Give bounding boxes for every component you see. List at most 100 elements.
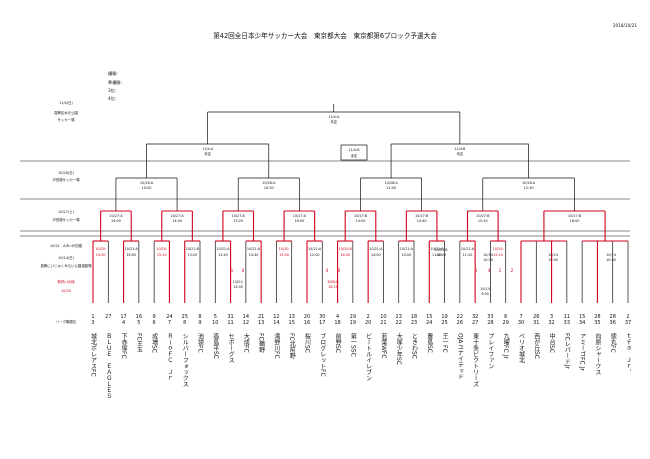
match-label: 10/28:A [262, 181, 276, 185]
team-seed: 15 [289, 320, 295, 326]
team-name: 城北ボレアスFC [90, 333, 97, 377]
bracket-lines [92, 104, 629, 303]
match-label: 10/21:A [400, 247, 414, 251]
team-rank: 16 [136, 314, 142, 320]
team-name: 若葉WFC [380, 332, 387, 358]
team-rank: 4 [336, 314, 339, 320]
team-rank: 32 [472, 314, 478, 320]
team-name: 滝野川FC [273, 332, 280, 358]
match-label: 13:40 [233, 285, 243, 289]
match-label: 10/14 [483, 253, 493, 257]
team-seed: 20 [365, 320, 371, 326]
match-label: 10/27:B [568, 214, 582, 218]
team-rank: 13 [289, 314, 295, 320]
match-label: 10/27:A [232, 214, 246, 218]
match-label: 16:15 [328, 285, 338, 289]
match-label: 10/21:B [430, 247, 444, 251]
match-label: 10:00 [483, 258, 493, 262]
match-label: 10/27:B [476, 214, 490, 218]
team-name: 豊島SC [426, 332, 433, 353]
team-name: ＲｉｏＦＣ Ｊｒ [166, 333, 173, 381]
match-label: 10/20: [279, 247, 290, 251]
team-seed: 23 [411, 320, 417, 326]
match-label: 11/4:A [328, 115, 340, 119]
match-label: 15:10 [493, 253, 503, 257]
team-seed: 12 [243, 320, 249, 326]
team-name: FCレパードJr [563, 333, 570, 369]
team-seed: 34 [579, 320, 585, 326]
team-rank: 31 [227, 314, 233, 320]
match-label: 15:10 [157, 253, 167, 257]
match-label: 14:00 [371, 253, 381, 257]
team-name: ＢＬＵＥ ＥＡＧＬＥＳ [105, 333, 112, 399]
match-label: 10/20: [156, 247, 167, 251]
match-label: 1 [231, 268, 234, 273]
team-name: 高島平SC [212, 332, 219, 359]
team-seed: 21 [380, 320, 386, 326]
team-seed: 8 [183, 320, 186, 326]
team-name: 東十条ビクトリーズ [472, 332, 479, 387]
team-name: セボーグス [227, 333, 234, 363]
team-name: FC鶴野 [258, 333, 265, 353]
team-rank: 28 [610, 314, 616, 320]
team-seed: 22 [396, 320, 402, 326]
round-label: 10/14(日) [58, 256, 74, 260]
match-label: 10:50 [264, 186, 274, 190]
match-label: 0 [242, 268, 245, 273]
match-label: 11:20 [432, 253, 442, 257]
match-label: 0 [338, 268, 341, 273]
team-name: ブログレットFC [319, 332, 326, 376]
team-seed: 30 [518, 320, 524, 326]
team-name: 大塚少年SC [395, 332, 402, 365]
match-label: 10/14 [606, 253, 616, 257]
team-rank: 23 [396, 314, 402, 320]
round-label: 戸田橋サッカー場 [52, 177, 80, 182]
match-label: 10:00 [142, 186, 152, 190]
team-seed: 4 [122, 320, 125, 326]
match-label: 14:00 [436, 253, 446, 257]
third-place-box [340, 144, 368, 161]
team-seed: 9 [198, 320, 201, 326]
team-rank: 14 [243, 314, 249, 320]
team-seed: 26 [457, 320, 463, 326]
match-label: 10/27:A [170, 214, 184, 218]
team-rank: 3 [550, 314, 553, 320]
team-seed: 10 [212, 320, 218, 326]
match-label: 10/28:A [522, 181, 536, 185]
match-label: 10/21:A [308, 247, 322, 251]
team-rank: 1 [91, 314, 94, 320]
team-name: プレイファン [487, 333, 494, 369]
match-label: 16:00 [570, 219, 580, 223]
match-label: 10/21:A [461, 247, 475, 251]
team-rank: 12 [273, 314, 279, 320]
team-rank: 21 [258, 314, 264, 320]
team-seed: 6 [153, 320, 156, 326]
match-label: 11/4:B [348, 148, 360, 152]
match-labels: 11/4:A未定11/4:A未定11/4:B未定11/4:B未定10/28:A1… [95, 115, 616, 296]
team-name: 九曜FC Jr [502, 332, 509, 359]
team-seed: 24 [426, 320, 432, 326]
team-name: 下赤塚FC [120, 333, 127, 359]
match-label: 14:00 [111, 219, 121, 223]
ranking-fourth-label: 4位: [108, 95, 116, 101]
match-label: 10/27:A [109, 214, 123, 218]
team-rank: 25 [182, 314, 188, 320]
team-rank: 20 [304, 314, 310, 320]
team-name: ｔｆａ Ｊｒ． [625, 333, 632, 375]
